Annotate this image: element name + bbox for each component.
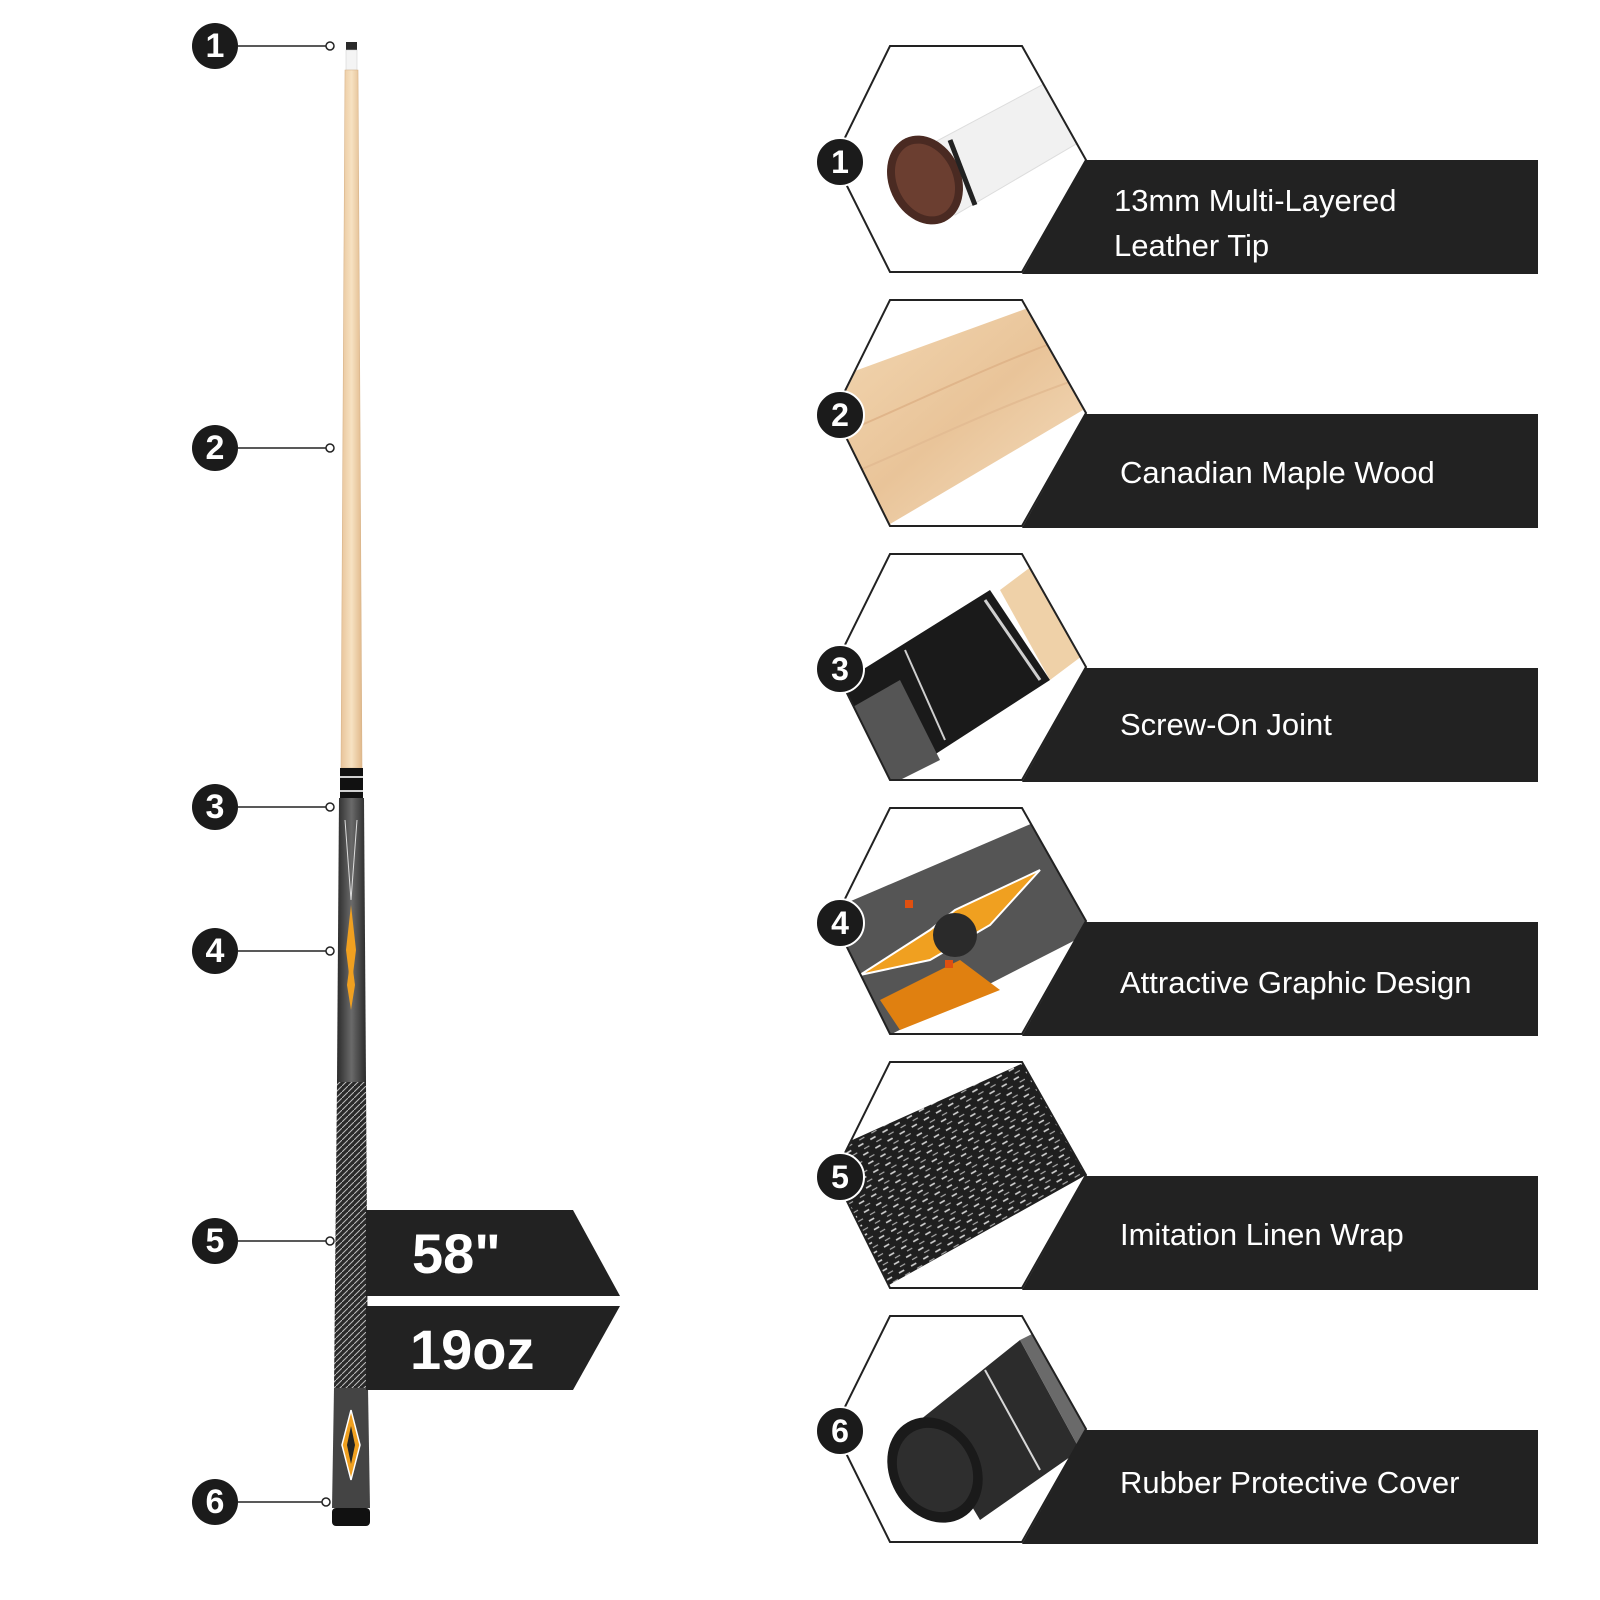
feature-label-joint: Screw-On Joint [1120,707,1332,742]
rubber-cover-closeup-icon [832,1315,1088,1543]
cue-butt-sleeve [332,1388,370,1526]
feature-marker-6: 6 [815,1406,865,1456]
feature-marker-5: 5 [815,1152,865,1202]
feature-label-tip: 13mm Multi-Layered Leather Tip [1114,183,1397,263]
screw-on-joint-closeup-icon [832,553,1088,781]
maple-wood-closeup-icon [832,299,1088,527]
cue-joint [340,768,363,798]
linen-wrap-closeup-icon [832,1061,1088,1289]
cue-forearm [337,798,366,1082]
cue-marker-3: 3 [192,784,238,830]
weight-badge-bg [366,1306,620,1390]
feature-marker-1: 1 [815,137,865,187]
length-spec: 58" [412,1222,501,1285]
cue-marker-5: 5 [192,1218,238,1264]
cue-wrap [334,1082,368,1388]
feature-label-cover: Rubber Protective Cover [1120,1465,1460,1500]
leader-lines [238,41,335,1507]
cue-marker-6: 6 [192,1479,238,1525]
cue-marker-2: 2 [192,425,238,471]
feature-marker-4: 4 [815,898,865,948]
cue-marker-4: 4 [192,928,238,974]
feature-label-wrap: Imitation Linen Wrap [1120,1217,1404,1252]
leather-tip-closeup-icon [832,45,1088,273]
length-badge-bg [366,1210,620,1296]
graphic-design-closeup-icon [832,807,1088,1035]
cue-marker-1: 1 [192,23,238,69]
feature-marker-3: 3 [815,644,865,694]
weight-spec: 19oz [410,1318,535,1381]
cue-shaft [340,42,363,769]
feature-panels [1022,160,1538,1544]
feature-label-maple: Canadian Maple Wood [1120,455,1435,490]
feature-label-design: Attractive Graphic Design [1120,965,1472,1000]
feature-marker-2: 2 [815,390,865,440]
